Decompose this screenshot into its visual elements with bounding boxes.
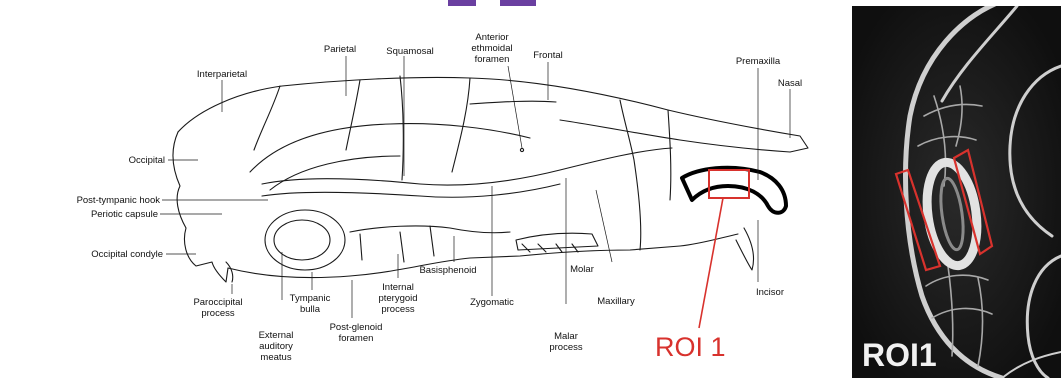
label-post-glenoid-1: Post-glenoid (330, 322, 383, 333)
label-molar: Molar (570, 264, 594, 275)
label-incisor: Incisor (756, 287, 784, 298)
label-external-auditory-2: auditory (259, 341, 293, 352)
label-maxillary: Maxillary (597, 296, 635, 307)
label-external-auditory-3: meatus (260, 352, 291, 363)
label-basisphenoid: Basisphenoid (419, 265, 476, 276)
label-interparietal: Interparietal (197, 69, 247, 80)
roi-pointer-line (699, 198, 723, 328)
skull-diagram: ROI 1 Interparietal Parietal Squamosal A… (0, 0, 850, 378)
label-post-tympanic-hook: Post-tympanic hook (77, 195, 161, 206)
label-malar-process-1: Malar (554, 331, 578, 342)
label-paroccipital-2: process (201, 308, 235, 319)
incisor-root-outline (682, 168, 786, 213)
label-parietal: Parietal (324, 44, 356, 55)
ct-scan-panel: ROI1 (852, 6, 1061, 378)
header-mark-right (500, 0, 536, 6)
label-malar-process-2: process (549, 342, 583, 353)
label-occipital-condyle: Occipital condyle (91, 249, 163, 260)
label-anterior-ethmoidal-1: Anterior (475, 32, 508, 43)
label-anterior-ethmoidal-2: ethmoidal (471, 43, 512, 54)
label-nasal: Nasal (778, 78, 802, 89)
roi-box (709, 170, 749, 198)
label-squamosal: Squamosal (386, 46, 434, 57)
label-anterior-ethmoidal-3: foramen (475, 54, 510, 65)
roi-label: ROI 1 (655, 332, 726, 362)
label-occipital: Occipital (129, 155, 165, 166)
leader-lines (160, 56, 790, 318)
label-tympanic-bulla-1: Tympanic (290, 293, 331, 304)
header-mark-left (448, 0, 476, 6)
ct-roi-label: ROI1 (862, 337, 937, 373)
label-frontal: Frontal (533, 50, 563, 61)
label-premaxilla: Premaxilla (736, 56, 781, 67)
label-internal-pterygoid-2: pterygoid (378, 293, 417, 304)
label-external-auditory-1: External (259, 330, 294, 341)
label-zygomatic: Zygomatic (470, 297, 514, 308)
label-periotic-capsule: Periotic capsule (91, 209, 158, 220)
label-paroccipital-1: Paroccipital (193, 297, 242, 308)
label-post-glenoid-2: foramen (339, 333, 374, 344)
label-internal-pterygoid-3: process (381, 304, 415, 315)
label-internal-pterygoid-1: Internal (382, 282, 414, 293)
label-tympanic-bulla-2: bulla (300, 304, 321, 315)
